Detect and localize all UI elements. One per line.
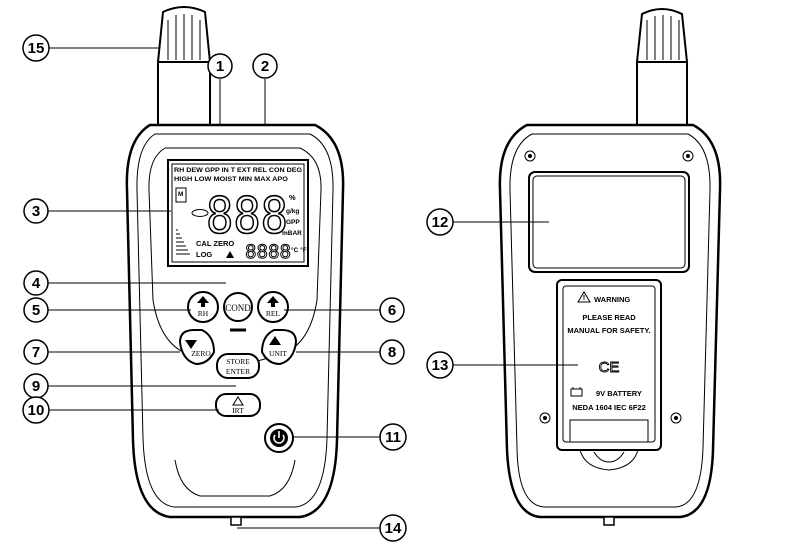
callout-6: 6 [379,297,405,323]
svg-text:1: 1 [216,58,224,75]
lcd-display: RH DEW GPP IN T EXT REL CON DEG HIGH LOW… [167,159,309,267]
front-probe [156,6,212,135]
svg-text:5: 5 [32,302,40,319]
cond-button[interactable] [223,292,253,322]
enter-label: ENTER [226,367,250,376]
store-enter-button[interactable] [216,353,260,379]
lcd-small-digits: 8888 [245,241,291,263]
warning-line-2: MANUAL FOR SAFETY. [567,326,650,335]
up-arrow-icon [197,296,209,303]
zero-button-label: ZERO [191,349,211,358]
lcd-gpp-unit: GPP [286,219,300,226]
callout-14: 14 [379,514,407,542]
lcd-main-digits: 888 [206,187,288,245]
svg-text:15: 15 [28,40,45,57]
up-arrow-icon [267,296,279,303]
svg-text:9: 9 [32,378,40,395]
callout-15: 15 [22,34,50,62]
up-arrow-icon [269,336,281,345]
cond-button-label: COND [225,303,251,313]
svg-text:3: 3 [32,203,40,220]
callout-5: 5 [23,297,49,323]
unit-button[interactable] [260,329,298,366]
svg-text:2: 2 [261,58,269,75]
callout-1: 1 [207,53,233,79]
store-label: STORE [226,357,250,366]
battery-spec: NEDA 1604 IEC 6F22 [572,403,646,412]
lcd-top-row: RH DEW GPP IN T EXT REL CON DEG [174,167,302,174]
leader-lines [48,47,578,529]
warning-line-1: PLEASE READ [582,313,636,322]
front-view: RH DEW GPP IN T EXT REL CON DEG HIGH LOW… [125,6,345,526]
callout-8: 8 [379,339,405,365]
callout-3: 3 [23,198,49,224]
callout-11: 11 [379,423,407,451]
svg-text:12: 12 [432,214,449,231]
callout-4: 4 [23,270,49,296]
zero-button[interactable] [178,329,216,366]
svg-text:6: 6 [388,302,396,319]
lcd-temp-unit: °C °F [291,246,307,254]
callout-2: 2 [252,53,278,79]
down-arrow-icon [185,340,197,349]
warning-triangle-icon [577,291,591,303]
lcd-mbar-unit: mBAR [282,230,302,237]
ce-mark: CE [599,359,620,376]
callout-bubbles: 15 1 2 3 4 5 6 7 8 9 10 11 14 12 13 [22,34,454,542]
keypad: COND RH REL ZERO UNIT STORE ENTER IRT [178,291,298,453]
lcd-second-row: HIGH LOW MOIST MIN MAX APO [174,176,288,183]
callout-9: 9 [23,373,49,399]
rh-button-label: RH [198,309,209,318]
callout-7: 7 [23,339,49,365]
back-view: ! WARNING PLEASE READ MANUAL FOR SAFETY.… [498,8,722,526]
warning-label: WARNING [594,295,630,304]
lcd-arrow-icon [226,251,234,258]
callout-12: 12 [426,208,454,236]
svg-text:13: 13 [432,357,449,374]
rel-button-label: REL [266,309,281,318]
battery-icon [570,388,583,397]
power-icon [273,434,285,444]
callout-10: 10 [22,396,50,424]
svg-text:4: 4 [32,275,41,292]
memory-label: M [178,191,183,198]
svg-text:7: 7 [32,344,40,361]
svg-text:11: 11 [385,429,401,446]
unit-button-label: UNIT [269,349,287,358]
back-probe [635,8,689,135]
svg-text:!: ! [583,293,586,302]
lcd-gkg-unit: g/kg [286,208,299,215]
warning-triangle-icon [232,396,244,406]
lcd-cal-zero: CAL ZERO [196,239,234,248]
callout-13: 13 [426,351,454,379]
svg-text:14: 14 [385,520,402,537]
lcd-bargraph [176,229,190,255]
label-area [528,171,690,273]
irt-button-label: IRT [232,406,244,415]
battery-cover: ! WARNING PLEASE READ MANUAL FOR SAFETY.… [556,279,662,471]
lcd-percent-unit: % [289,193,296,202]
svg-text:10: 10 [28,402,45,419]
lcd-log: LOG [196,250,212,259]
battery-label: 9V BATTERY [596,389,642,398]
svg-text:8: 8 [388,344,396,361]
